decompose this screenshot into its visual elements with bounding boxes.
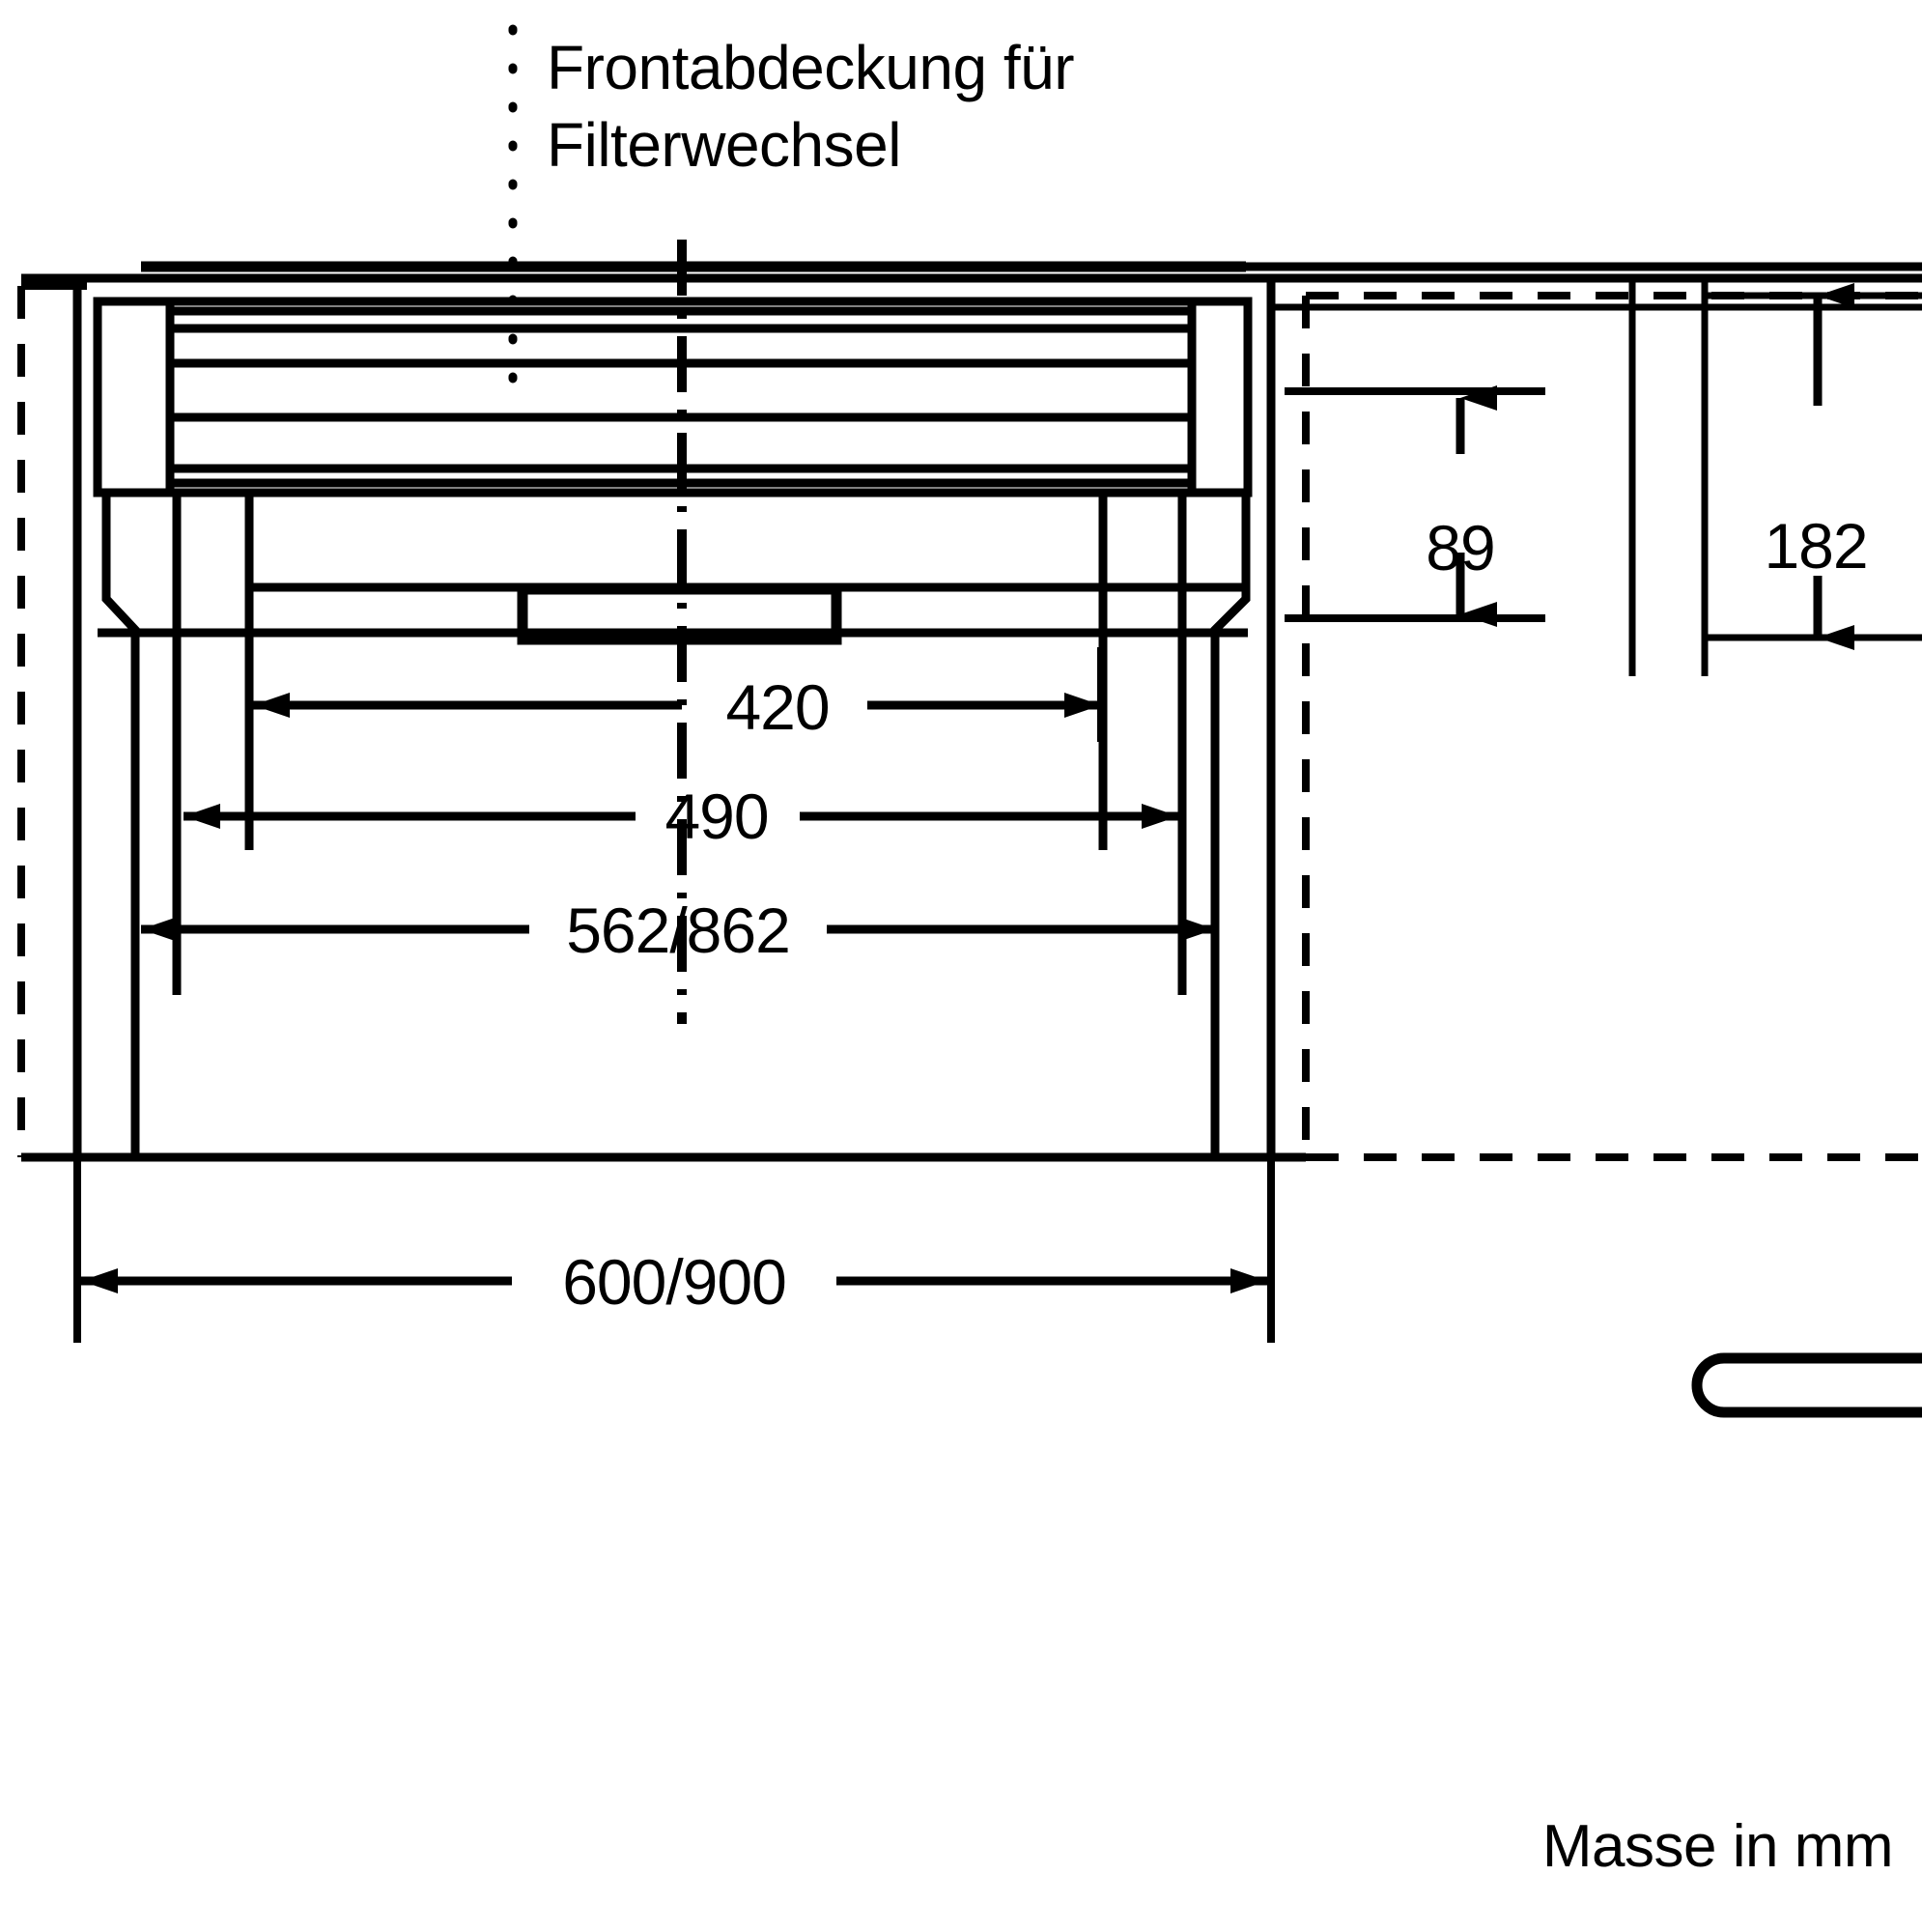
title-note-line1: Frontabdeckung für xyxy=(547,33,1074,102)
cabinet-right-side-panel xyxy=(1098,278,1276,1157)
title-note-line2: Filterwechsel xyxy=(547,110,901,180)
dimension-562-862-label: 562/862 xyxy=(566,895,790,966)
dimension-420-label: 420 xyxy=(725,671,829,743)
worktop-top-line xyxy=(21,261,1922,283)
handle-slot-detail xyxy=(1691,1352,1922,1418)
dimension-182-arrows xyxy=(1705,283,1922,650)
dimension-89-label: 89 xyxy=(1426,512,1494,583)
cabinet-envelope-right-dashed xyxy=(1302,292,1922,1161)
dimension-182-label: 182 xyxy=(1764,510,1867,582)
dimension-600-900-label: 600/900 xyxy=(562,1246,786,1318)
dimension-490-label: 490 xyxy=(664,781,768,852)
dimension-420-line xyxy=(253,647,1105,742)
units-note: Masse in mm xyxy=(1542,1813,1893,1880)
cabinet-left-side-panel xyxy=(72,278,254,1157)
bottom-dim-extension-lines xyxy=(73,1157,1275,1343)
right-dim-extension-lines xyxy=(1271,280,1922,676)
